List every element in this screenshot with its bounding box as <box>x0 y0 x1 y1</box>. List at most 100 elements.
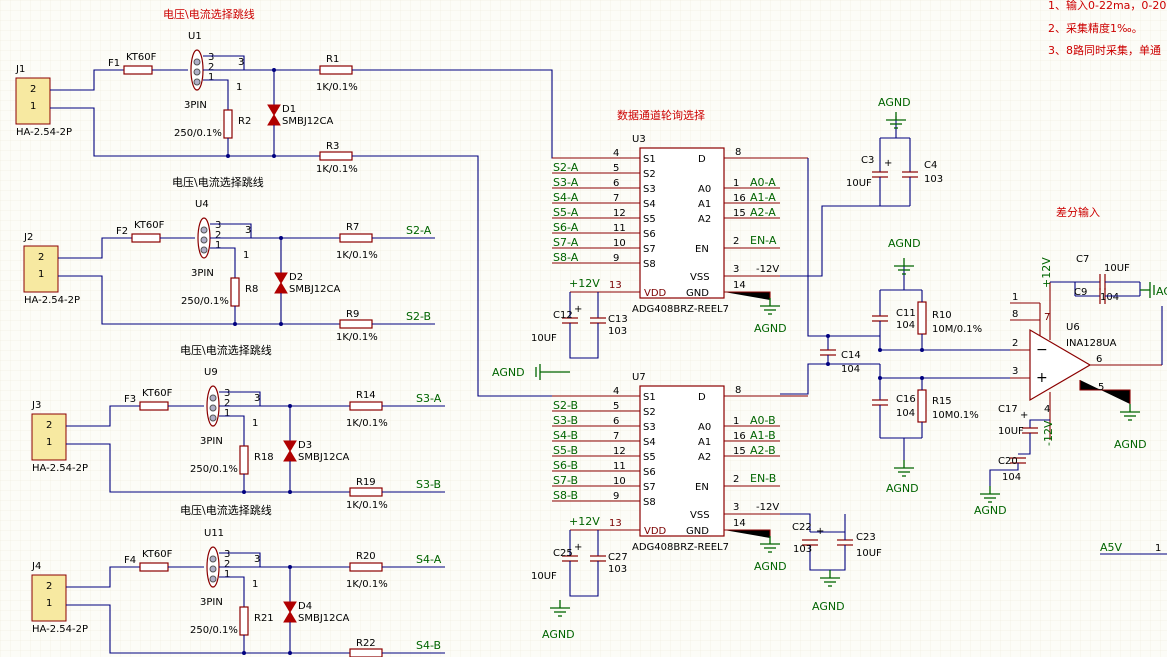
jumper-pin-hole <box>193 78 201 86</box>
mux-bulk-cap-ref: C12 <box>553 310 573 321</box>
mux-s-net: S7-B <box>553 474 578 487</box>
top-cap-c3-value: 10UF <box>846 178 872 189</box>
series-resistor-top <box>349 401 383 411</box>
amp-rg1-pin-number: 1 <box>1012 292 1018 303</box>
mux-vss-label: VSS <box>690 510 710 521</box>
net-label-b: S4-B <box>416 639 441 652</box>
mux-a-pin-number: 1 <box>733 178 739 189</box>
note-line-2: 2、采集精度1‰。 <box>1048 21 1143 35</box>
mux-body <box>639 147 725 299</box>
mux-a-pin-name: A0 <box>698 184 711 195</box>
mux-a-net: A2-A <box>750 206 776 219</box>
amp-ref-pin-number: 5 <box>1098 382 1104 393</box>
diode-value: SMBJ12CA <box>282 116 333 127</box>
connector-ref: J1 <box>15 64 25 75</box>
mux-gnd-pin-number: 14 <box>733 280 746 291</box>
mux-s-net: S7-A <box>553 236 579 249</box>
tvs-diode-upper <box>274 272 288 284</box>
fuse-ref: F3 <box>124 394 136 405</box>
wire <box>219 415 245 446</box>
series-resistor-bottom-value: 1K/0.1% <box>316 164 358 175</box>
connector-package: HA-2.54-2P <box>24 295 80 306</box>
mux-a-pin-name: A1 <box>698 437 711 448</box>
wire <box>569 561 599 597</box>
shunt-ref: R18 <box>254 452 274 463</box>
mux-s-net: S2-B <box>553 399 578 412</box>
filter-resistor-r10-value: 10M/0.1% <box>932 324 982 335</box>
shunt-value: 250/0.1% <box>174 128 222 139</box>
mux-decouple-cap-ref: C27 <box>608 552 628 563</box>
jumper-pin-number: 3 <box>224 388 230 399</box>
jumper-package: 3PIN <box>184 100 207 111</box>
mux-s-pin-number: 7 <box>613 431 619 442</box>
amp-cap-c17-plus: + <box>1020 410 1028 421</box>
tvs-diode-upper <box>283 440 297 452</box>
mux-s-pin-number: 12 <box>613 446 626 457</box>
mux-s-net: S3-A <box>553 176 579 189</box>
jumper-pin-hole <box>200 226 208 234</box>
mux-s-pin-number: 5 <box>613 401 619 412</box>
bottom-cap-c22-value: 103 <box>793 544 812 555</box>
filter-resistor-r15-value: 10M0.1% <box>932 410 979 421</box>
amp-neg-agnd <box>980 486 1000 503</box>
heading-jumper-4: 电压\电流选择跳线 <box>180 503 272 517</box>
jumper-pin-number: 2 <box>224 398 230 409</box>
series-resistor-top-value: 1K/0.1% <box>316 82 358 93</box>
wire <box>1018 433 1031 455</box>
jumper-pin-number: 2 <box>224 559 230 570</box>
amp-part: INA128UA <box>1066 338 1117 349</box>
amp-inp-pin-number: 3 <box>1012 366 1018 377</box>
series-resistor-bottom-value: 1K/0.1% <box>336 332 378 343</box>
mux-s-pin-number: 11 <box>613 223 626 234</box>
mux-vdd-label: VDD <box>644 288 667 299</box>
mux-gnd-pin-line <box>724 291 771 300</box>
mux-cap-plus: + <box>574 542 582 553</box>
mux-s-pin-number: 4 <box>613 148 619 159</box>
mux-s-pin-number: 7 <box>613 193 619 204</box>
filter-agnd-lower <box>894 460 914 477</box>
wire <box>219 391 261 406</box>
jumper-pin-number: 3 <box>224 549 230 560</box>
fuse-value: KT60F <box>142 388 173 399</box>
tvs-diode-upper <box>267 104 281 116</box>
mux-bulk-cap-ref: C25 <box>553 548 573 559</box>
bottom-agnd-label: AGND <box>812 600 845 613</box>
filter-cap-c11-value: 104 <box>896 320 915 331</box>
amp-minus-sign: − <box>1036 342 1048 358</box>
series-resistor-bottom-ref: R3 <box>326 141 339 152</box>
jumper-pin-number: 1 <box>224 408 230 419</box>
mux-a-pin-number: 16 <box>733 431 746 442</box>
jumper-pin-number: 2 <box>215 230 221 241</box>
shunt-value: 250/0.1% <box>181 296 229 307</box>
amp-cap-c7-ref: C7 <box>1076 254 1089 265</box>
mux-decouple-cap-ref: C13 <box>608 314 628 325</box>
mux-en-label: EN <box>695 244 709 255</box>
heading-mux: 数据通道轮询选择 <box>617 108 705 122</box>
connector-ref: J3 <box>31 400 41 411</box>
tvs-diode-upper <box>283 601 297 613</box>
mux-s-pin-number: 9 <box>613 253 619 264</box>
mux-a-net: A0-A <box>750 176 776 189</box>
jumper-net-3: 3 <box>254 554 260 565</box>
a5v-pin-number: 1 <box>1155 543 1161 554</box>
mux-s-pin-number: 6 <box>613 416 619 427</box>
diode-ref: D3 <box>298 440 312 451</box>
mux-u7: U7ADG408BRZ-REEL74S15S2S2-B6S3S3-B7S4S4-… <box>531 363 882 641</box>
amp-cap-c20-ref: C20 <box>998 456 1018 467</box>
top-agnd-symbol <box>886 112 906 129</box>
mux-s-net: S6-A <box>553 221 579 234</box>
mux-s-pin-number: 5 <box>613 163 619 174</box>
filter-resistor-r10 <box>917 301 927 335</box>
jumper-net-1: 1 <box>252 418 258 429</box>
mux-s-net: S4-B <box>553 429 578 442</box>
fuse <box>139 562 169 572</box>
mux-ref: U7 <box>632 372 646 383</box>
instrumentation-amplifier <box>1029 328 1092 402</box>
fuse-value: KT60F <box>126 52 157 63</box>
agnd-left-label: AGND <box>492 366 525 379</box>
series-resistor-top-ref: R1 <box>326 54 339 65</box>
mux-vss-net: -12V <box>756 502 779 513</box>
diff-amp-section: C14104AGNDC11104R1010M/0.1%AGNDC16104R15… <box>820 237 1167 555</box>
